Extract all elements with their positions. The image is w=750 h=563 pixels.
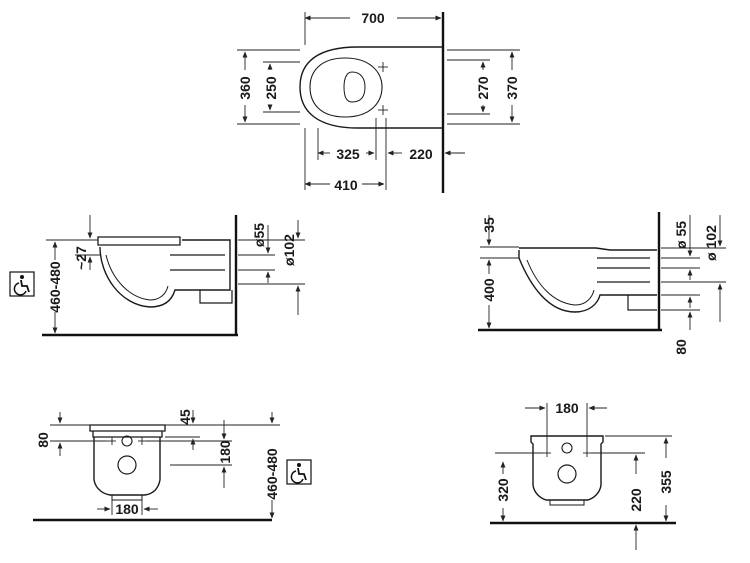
side-right-outlet <box>597 257 657 311</box>
front-view-right: 180 320 220 355 <box>490 400 676 550</box>
top-view-flush-opening <box>343 71 366 103</box>
top-view-bowl-inner <box>309 57 383 118</box>
side-left-outlet <box>170 254 233 304</box>
front-left-seat <box>89 424 166 438</box>
front-left-bowl <box>93 437 161 496</box>
side-right-bowl-inner <box>526 259 595 306</box>
front-left-fixing-marks <box>108 437 146 445</box>
side-left-bowl-inner <box>105 254 169 301</box>
dim-front-left-base-width: 180 <box>115 501 139 517</box>
dim-side-right-pipe-large: ø 102 <box>703 225 719 261</box>
dim-mount-to-wall: 220 <box>409 146 433 162</box>
front-left-drain <box>117 455 137 475</box>
wheelchair-accessible-icon <box>286 459 312 485</box>
side-view-left: 460-480 ~27 ø55 ø102 <box>9 215 305 337</box>
side-right-bowl <box>518 247 657 313</box>
dim-left-inner-depth: 250 <box>263 76 279 100</box>
dim-front-right-top-width: 180 <box>555 400 579 416</box>
dim-side-right-pipe-small: ø 55 <box>673 221 689 249</box>
dim-front-to-mount: 325 <box>336 146 360 162</box>
dim-side-right-bottom-offset: 80 <box>673 339 689 355</box>
front-right-drain <box>557 464 577 484</box>
dim-front-to-center: 410 <box>334 177 358 193</box>
front-right-inlet <box>561 442 573 454</box>
dim-front-left-hole-spacing: 180 <box>217 440 233 464</box>
dim-front-right-left-height: 320 <box>495 478 511 502</box>
front-right-bowl <box>530 435 604 501</box>
front-view-left: 80 45 180 460-480 180 <box>33 409 312 522</box>
dim-side-right-bowl-height: 400 <box>481 278 497 302</box>
dim-overall-width: 700 <box>361 10 385 26</box>
front-left-inlet <box>121 435 133 447</box>
dim-left-outer-depth: 360 <box>237 76 253 100</box>
dim-right-outer-depth: 370 <box>504 76 520 100</box>
front-left-outlet <box>111 495 143 501</box>
wheelchair-accessible-icon <box>9 271 35 297</box>
dim-side-left-seat-offset: ~27 <box>73 246 89 270</box>
dim-side-left-seat-height: 460-480 <box>47 261 63 313</box>
side-left-bowl <box>99 239 231 308</box>
top-view-fixing-marks <box>378 62 388 115</box>
top-view-bowl-outline <box>299 46 443 129</box>
dim-front-left-seat-height: 460-480 <box>264 448 280 500</box>
dim-side-left-pipe-small: ø55 <box>251 223 267 247</box>
side-view-right: 35 400 ø 55 ø 102 80 <box>478 212 726 355</box>
dim-front-right-total-height: 355 <box>658 470 674 494</box>
front-right-fixing-marks <box>543 449 591 457</box>
dim-right-inner-depth: 270 <box>475 76 491 100</box>
dim-front-right-mount-height: 220 <box>628 488 644 512</box>
dim-side-left-pipe-large: ø102 <box>281 234 297 266</box>
top-view: 700 360 250 270 370 325 220 <box>237 10 520 193</box>
dim-side-right-seat-thickness: 35 <box>481 217 497 233</box>
front-right-outlet <box>549 500 585 506</box>
side-left-seat <box>97 236 181 246</box>
dim-front-left-seat-thickness: 45 <box>177 409 193 425</box>
dim-front-left-top-offset: 80 <box>35 432 51 448</box>
